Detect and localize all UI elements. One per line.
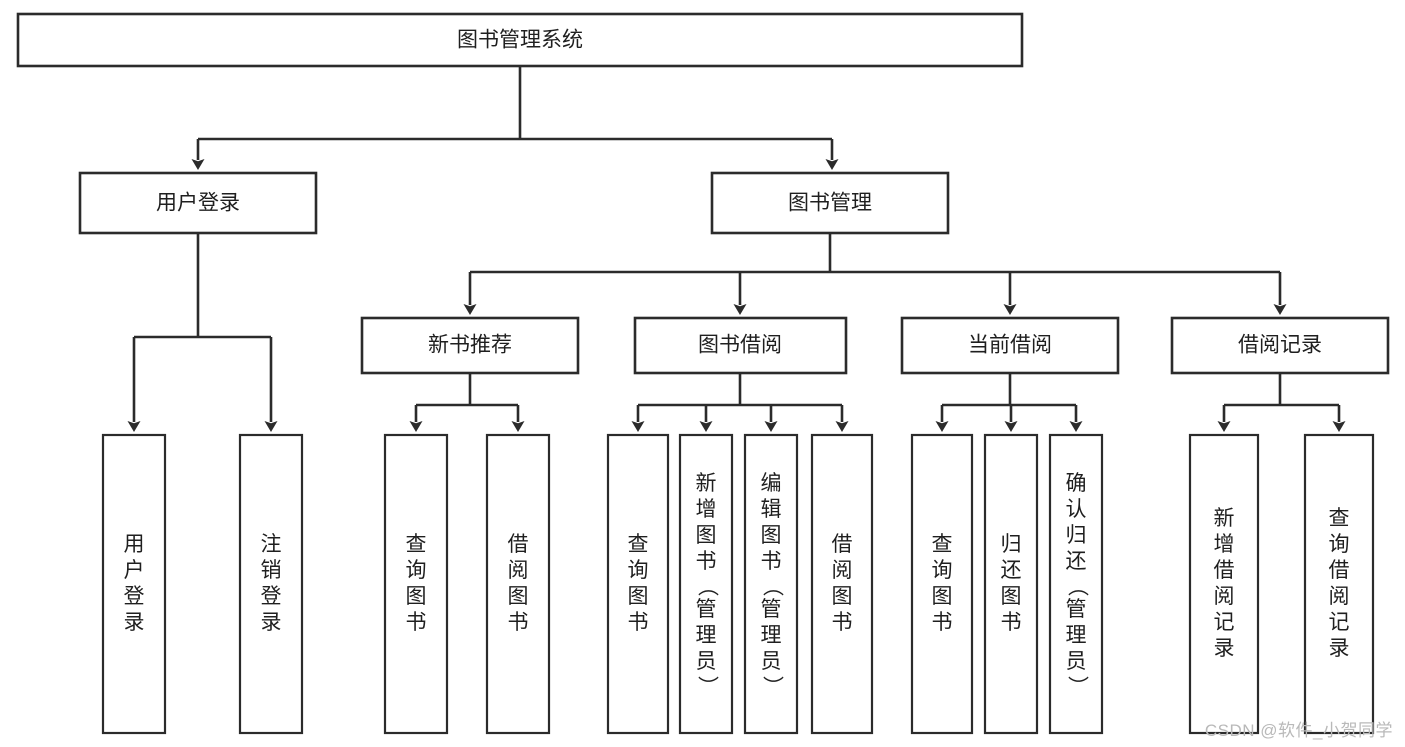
node-label-book-manage: 图书管理 xyxy=(788,192,872,215)
node-box-leaf-borrow-book-rec[interactable] xyxy=(485,433,551,735)
node-box-leaf-query-book-current[interactable] xyxy=(910,433,974,735)
node-label-user-login: 用户登录 xyxy=(156,192,240,215)
node-label-current-borrow: 当前借阅 xyxy=(968,334,1052,357)
node-box-root[interactable] xyxy=(16,12,1024,68)
node-box-borrow-record[interactable] xyxy=(1170,316,1390,375)
node-box-leaf-edit-book[interactable] xyxy=(743,433,799,735)
node-box-leaf-user-logout[interactable] xyxy=(238,433,304,735)
node-label-borrow-record: 借阅记录 xyxy=(1238,334,1322,357)
node-box-current-borrow[interactable] xyxy=(900,316,1120,375)
node-box-leaf-confirm-return[interactable] xyxy=(1048,433,1104,735)
node-box-leaf-add-book[interactable] xyxy=(678,433,734,735)
node-label-root: 图书管理系统 xyxy=(457,29,583,52)
node-box-leaf-query-borrow-record[interactable] xyxy=(1303,433,1375,735)
edge-layer xyxy=(127,66,1346,432)
node-box-leaf-user-login[interactable] xyxy=(101,433,167,735)
node-box-book-manage[interactable] xyxy=(710,171,950,235)
node-box-book-borrow[interactable] xyxy=(633,316,848,375)
node-box-new-book-recommend[interactable] xyxy=(360,316,580,375)
node-box-leaf-return-book[interactable] xyxy=(983,433,1039,735)
node-box-user-login[interactable] xyxy=(78,171,318,235)
node-box-leaf-query-book-borrow[interactable] xyxy=(606,433,670,735)
watermark: CSDN @软件_小贺同学 xyxy=(1204,721,1393,740)
leaf-box-layer xyxy=(101,433,1375,735)
node-label-book-borrow: 图书借阅 xyxy=(698,334,782,357)
node-label-new-book-recommend: 新书推荐 xyxy=(428,334,512,357)
node-box-leaf-borrow-book[interactable] xyxy=(810,433,874,735)
node-box-leaf-query-book-rec[interactable] xyxy=(383,433,449,735)
node-layer: 图书管理系统 用户登录 图书管理 新书推荐 图书借阅 当前借阅 借阅记录 xyxy=(16,12,1390,735)
node-box-leaf-add-borrow-record[interactable] xyxy=(1188,433,1260,735)
